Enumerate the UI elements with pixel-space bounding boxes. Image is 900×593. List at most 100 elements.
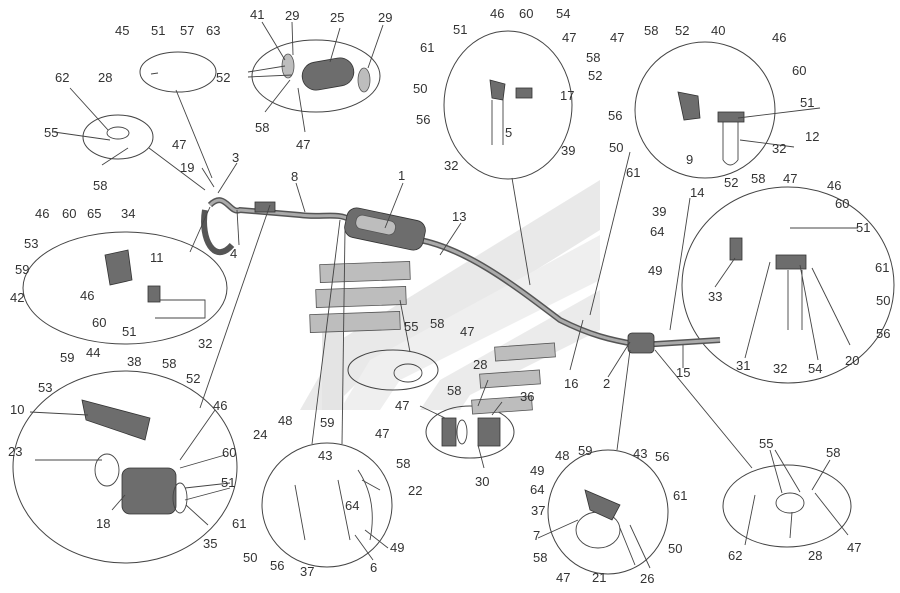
label-40: 40 bbox=[711, 23, 725, 38]
label-46f: 46 bbox=[213, 398, 227, 413]
label-30: 30 bbox=[475, 474, 489, 489]
label-55a: 55 bbox=[44, 125, 58, 140]
label-63: 63 bbox=[206, 23, 220, 38]
label-16: 16 bbox=[564, 376, 578, 391]
label-60b: 60 bbox=[792, 63, 806, 78]
label-14: 14 bbox=[690, 185, 704, 200]
label-29b: 29 bbox=[378, 10, 392, 25]
label-46d: 46 bbox=[80, 288, 94, 303]
label-8: 8 bbox=[291, 169, 298, 184]
label-9: 9 bbox=[686, 152, 693, 167]
label-51f: 51 bbox=[221, 475, 235, 490]
label-56c: 56 bbox=[876, 326, 890, 341]
label-15: 15 bbox=[676, 365, 690, 380]
label-35: 35 bbox=[203, 536, 217, 551]
label-52c: 52 bbox=[675, 23, 689, 38]
detail-parts bbox=[81, 53, 807, 549]
label-50a: 50 bbox=[413, 81, 427, 96]
label-62b: 62 bbox=[728, 548, 742, 563]
label-47a: 47 bbox=[172, 137, 186, 152]
label-21: 21 bbox=[592, 570, 606, 585]
label-59d: 59 bbox=[578, 443, 592, 458]
label-50e: 50 bbox=[668, 541, 682, 556]
label-58k: 58 bbox=[826, 445, 840, 460]
label-46b: 46 bbox=[772, 30, 786, 45]
label-51b: 51 bbox=[453, 22, 467, 37]
label-50d: 50 bbox=[243, 550, 257, 565]
label-49a: 49 bbox=[648, 263, 662, 278]
label-38: 38 bbox=[127, 354, 141, 369]
label-1: 1 bbox=[398, 168, 405, 183]
label-49c: 49 bbox=[530, 463, 544, 478]
label-47d: 47 bbox=[610, 30, 624, 45]
label-58a: 58 bbox=[255, 120, 269, 135]
label-32a: 32 bbox=[444, 158, 458, 173]
label-5: 5 bbox=[505, 125, 512, 140]
label-47h: 47 bbox=[375, 426, 389, 441]
label-51e: 51 bbox=[122, 324, 136, 339]
label-61c: 61 bbox=[875, 260, 889, 275]
label-17: 17 bbox=[560, 88, 574, 103]
label-47g: 47 bbox=[395, 398, 409, 413]
label-64a: 64 bbox=[650, 224, 664, 239]
callout-labels: 1 2 3 4 5 6 7 8 9 10 11 12 13 14 15 16 1… bbox=[8, 6, 890, 586]
label-25: 25 bbox=[330, 10, 344, 25]
label-36: 36 bbox=[520, 389, 534, 404]
label-43b: 43 bbox=[633, 446, 647, 461]
label-43a: 43 bbox=[318, 448, 332, 463]
label-60f: 60 bbox=[222, 445, 236, 460]
label-53a: 53 bbox=[24, 236, 38, 251]
label-39a: 39 bbox=[561, 143, 575, 158]
label-53b: 53 bbox=[38, 380, 52, 395]
label-10: 10 bbox=[10, 402, 24, 417]
label-59b: 59 bbox=[60, 350, 74, 365]
label-61b: 61 bbox=[626, 165, 640, 180]
label-37a: 37 bbox=[300, 564, 314, 579]
label-47i: 47 bbox=[556, 570, 570, 585]
label-64c: 64 bbox=[530, 482, 544, 497]
label-6: 6 bbox=[370, 560, 377, 575]
leader-lines bbox=[29, 21, 858, 569]
label-47e: 47 bbox=[783, 171, 797, 186]
label-64b: 64 bbox=[345, 498, 359, 513]
detail-callouts bbox=[12, 30, 895, 575]
label-47j: 47 bbox=[847, 540, 861, 555]
label-55c: 55 bbox=[759, 436, 773, 451]
label-29a: 29 bbox=[285, 8, 299, 23]
label-48b: 48 bbox=[555, 448, 569, 463]
label-11: 11 bbox=[150, 250, 164, 265]
label-51d: 51 bbox=[856, 220, 870, 235]
label-2: 2 bbox=[603, 376, 610, 391]
label-46e: 46 bbox=[827, 178, 841, 193]
label-32c: 32 bbox=[198, 336, 212, 351]
label-58c: 58 bbox=[586, 50, 600, 65]
label-28b: 28 bbox=[473, 357, 487, 372]
label-58h: 58 bbox=[162, 356, 176, 371]
label-24: 24 bbox=[253, 427, 267, 442]
label-54b: 54 bbox=[808, 361, 822, 376]
label-65: 65 bbox=[87, 206, 101, 221]
label-18: 18 bbox=[96, 516, 110, 531]
label-59a: 59 bbox=[15, 262, 29, 277]
label-56b: 56 bbox=[608, 108, 622, 123]
label-58i: 58 bbox=[396, 456, 410, 471]
label-58f: 58 bbox=[430, 316, 444, 331]
label-60e: 60 bbox=[835, 196, 849, 211]
label-19: 19 bbox=[180, 160, 194, 175]
label-32b: 32 bbox=[772, 141, 786, 156]
label-34: 34 bbox=[121, 206, 135, 221]
label-3: 3 bbox=[232, 150, 239, 165]
label-60d: 60 bbox=[92, 315, 106, 330]
label-61a: 61 bbox=[420, 40, 434, 55]
label-37b: 37 bbox=[531, 503, 545, 518]
label-41: 41 bbox=[250, 7, 264, 22]
label-42: 42 bbox=[10, 290, 24, 305]
label-28a: 28 bbox=[98, 70, 112, 85]
label-50b: 50 bbox=[609, 140, 623, 155]
label-58g: 58 bbox=[447, 383, 461, 398]
label-58d: 58 bbox=[644, 23, 658, 38]
label-50c: 50 bbox=[876, 293, 890, 308]
label-61e: 61 bbox=[673, 488, 687, 503]
label-46a: 46 bbox=[490, 6, 504, 21]
label-51c: 51 bbox=[800, 95, 814, 110]
